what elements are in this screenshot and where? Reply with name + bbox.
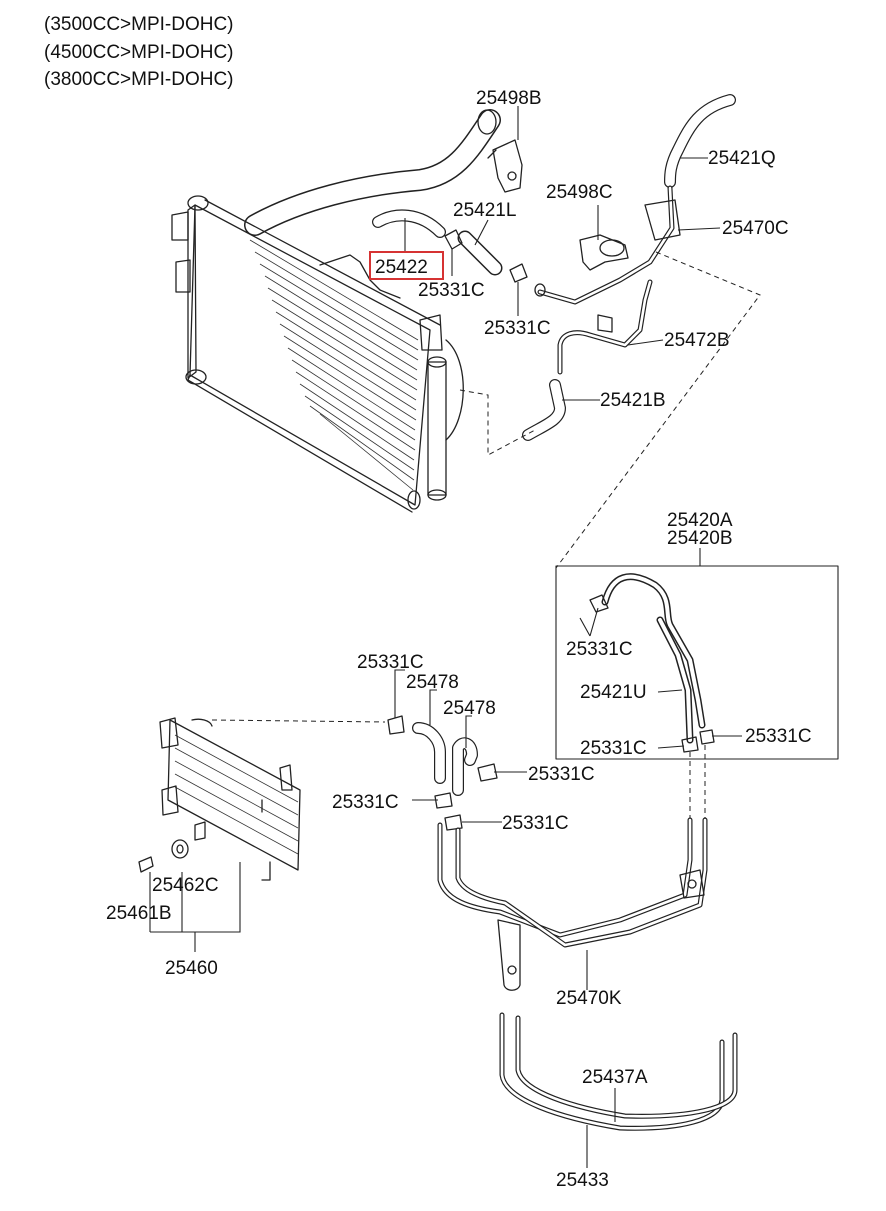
hose-25421B <box>522 379 566 441</box>
bracket-25498B <box>487 139 523 193</box>
engine-variant-3500: (3500CC>MPI-DOHC) <box>44 14 234 35</box>
callout-25421L: 25421L <box>453 200 516 221</box>
callout-25470K: 25470K <box>556 988 622 1009</box>
hose-25478-b <box>452 737 478 796</box>
callout-25331C-f: 25331C <box>357 652 424 673</box>
callout-25498C: 25498C <box>546 182 613 203</box>
callout-25420B: 25420B <box>667 528 733 549</box>
callout-25331C-h: 25331C <box>332 792 399 813</box>
callout-25478-b: 25478 <box>443 698 496 719</box>
callout-25421B: 25421B <box>600 390 666 411</box>
callout-25472B: 25472B <box>664 330 730 351</box>
callout-25331C-d: 25331C <box>580 738 647 759</box>
callout-25422: 25422 <box>375 257 428 278</box>
hose-kit-box <box>555 565 839 760</box>
callout-25498B: 25498B <box>476 88 542 109</box>
pipe-25470C <box>534 185 681 305</box>
pipe-25472B <box>557 279 653 375</box>
oil-cooler-25460 <box>159 717 301 881</box>
callout-25331C-g: 25331C <box>528 764 595 785</box>
pipe-25470K <box>437 817 708 991</box>
radiator-assembly <box>171 109 501 513</box>
hose-25421Q <box>664 94 736 188</box>
callout-25461B: 25461B <box>106 903 172 924</box>
callout-25421Q: 25421Q <box>708 148 776 169</box>
leader-lines <box>149 106 742 1168</box>
pipe-25433 <box>499 1012 738 1131</box>
callout-25421U: 25421U <box>580 682 647 703</box>
callout-25331C-i: 25331C <box>502 813 569 834</box>
callout-25437A: 25437A <box>582 1067 648 1088</box>
callout-25470C: 25470C <box>722 218 789 239</box>
callout-25331C-c: 25331C <box>566 639 633 660</box>
clamp-upper-a <box>444 229 463 250</box>
washer-25462C <box>171 839 189 859</box>
callout-25433: 25433 <box>556 1170 609 1191</box>
clamp-upper-b <box>509 263 528 283</box>
callout-25331C-a: 25331C <box>418 280 485 301</box>
callout-25462C: 25462C <box>152 875 219 896</box>
hose-25422 <box>372 209 446 238</box>
callout-labels: 25498B 25421Q 25421L 25498C 25470C 25422… <box>106 88 812 1191</box>
highlight-box-25422 <box>369 251 444 280</box>
pin-25461B <box>138 856 154 873</box>
callout-25420A: 25420A <box>667 510 733 531</box>
callout-25460: 25460 <box>165 958 218 979</box>
callout-25331C-e: 25331C <box>745 726 812 747</box>
callout-25478-a: 25478 <box>406 672 459 693</box>
engine-variant-4500: (4500CC>MPI-DOHC) <box>44 42 234 63</box>
engine-variant-3800: (3800CC>MPI-DOHC) <box>44 69 234 90</box>
bracket-25498C <box>579 234 629 271</box>
hose-25478-a <box>412 722 446 784</box>
hose-25421L <box>457 230 503 276</box>
callout-25331C-b: 25331C <box>484 318 551 339</box>
